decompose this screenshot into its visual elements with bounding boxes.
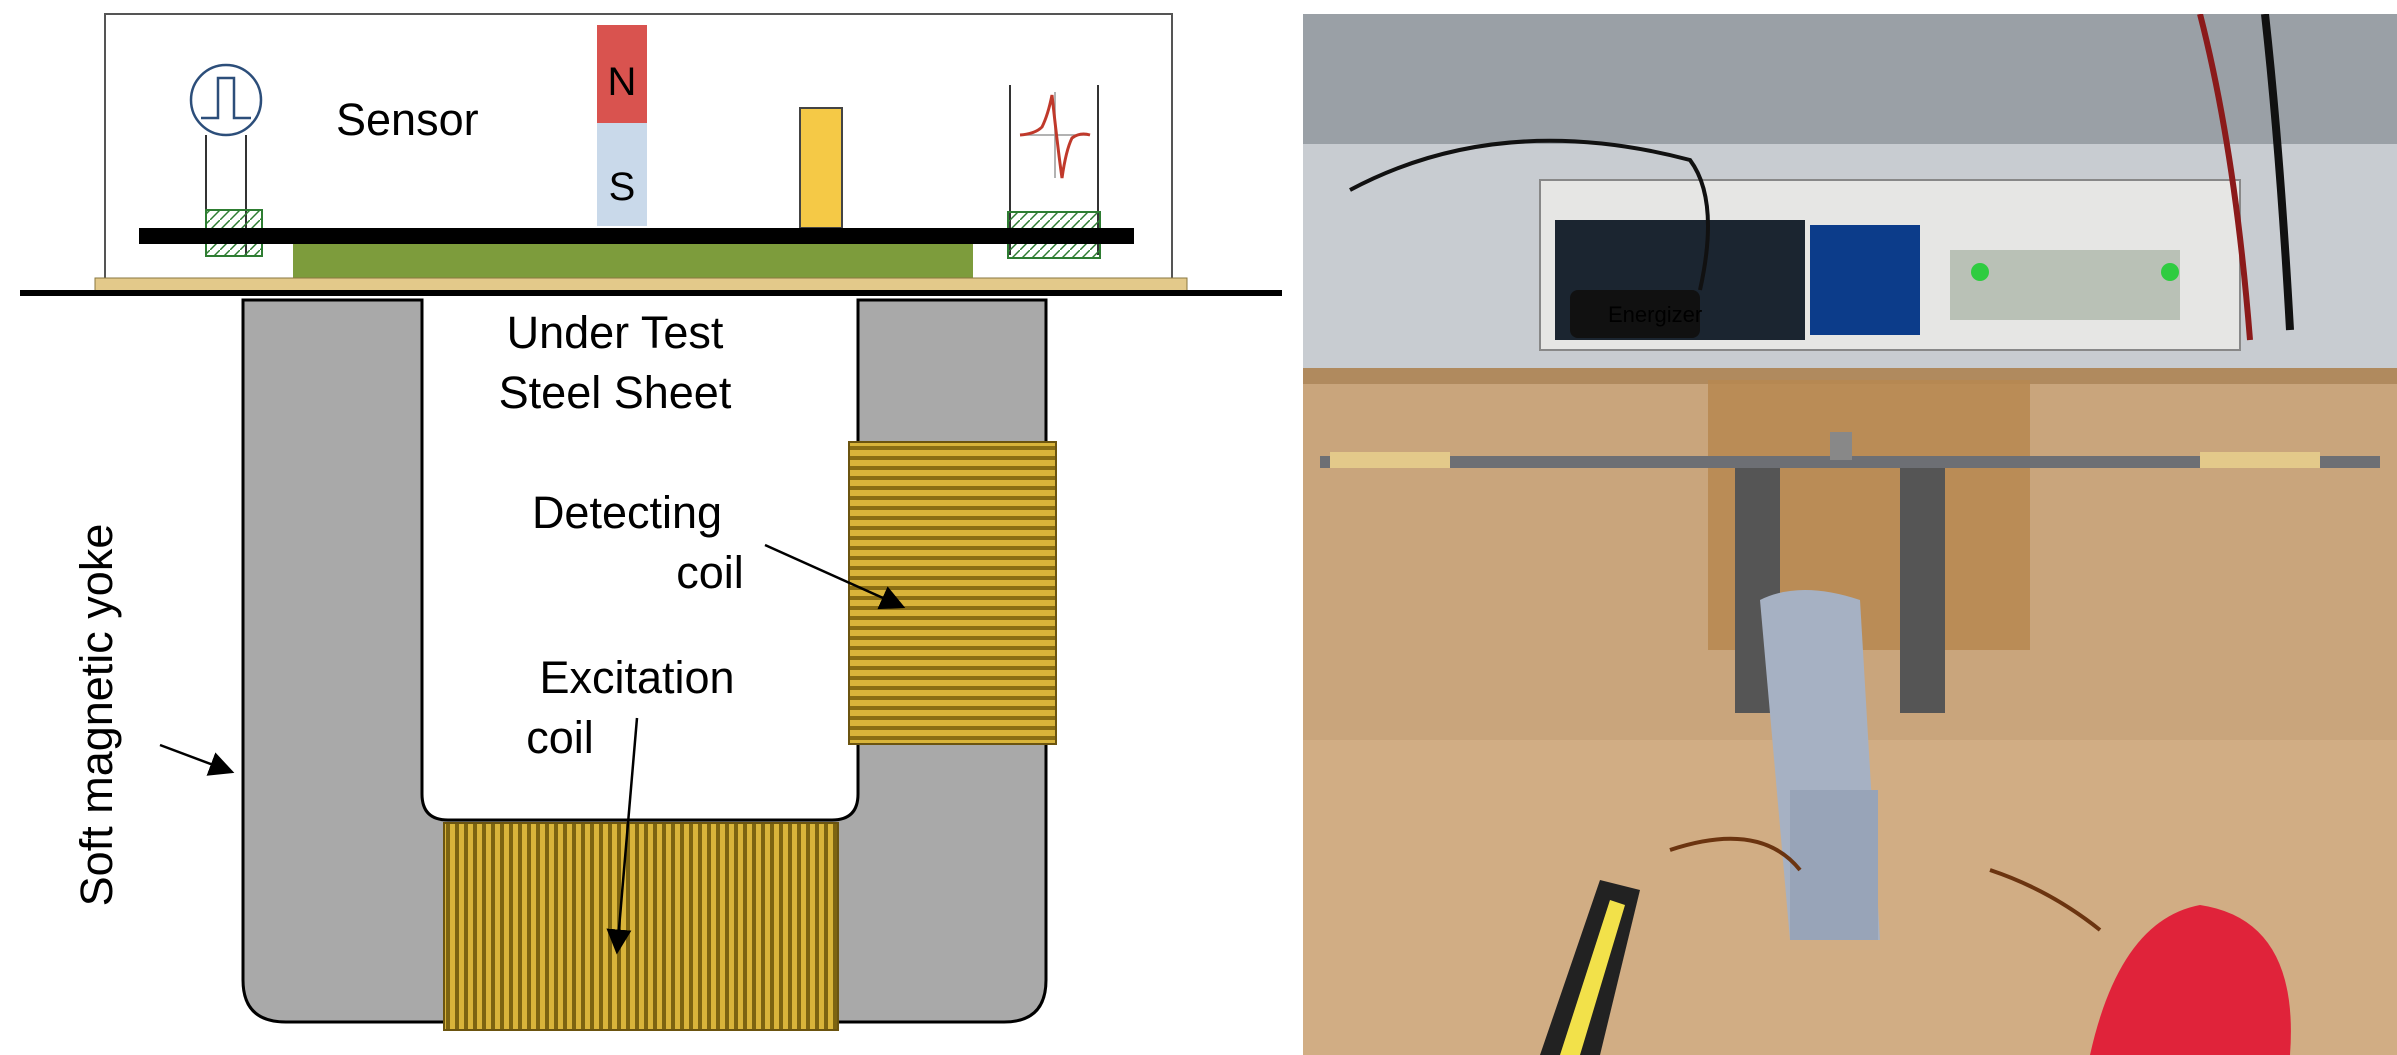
steel-sheet-strip bbox=[94, 277, 1188, 293]
hall-sensor-bar bbox=[799, 107, 843, 229]
detecting-coil-label-line2: coil bbox=[676, 547, 744, 598]
permanent-magnet: N S bbox=[597, 25, 647, 226]
sensor-mount-bar bbox=[139, 228, 1134, 244]
schematic-panel: Sensor N S Under Test bbox=[20, 13, 1282, 1031]
red-wire bbox=[2197, 14, 2253, 341]
excitation-coil-arrow bbox=[606, 717, 639, 955]
battery-brand-label: Energizer bbox=[1608, 302, 1702, 327]
yoke-label: Soft magnetic yoke bbox=[71, 524, 122, 907]
detecting-coil-arrow bbox=[764, 543, 906, 610]
sheet-label-line2: Steel Sheet bbox=[499, 367, 732, 418]
sheet-label-line1: Under Test bbox=[507, 307, 724, 358]
steel-strip bbox=[1320, 456, 2380, 468]
sensor-label: Sensor bbox=[336, 94, 479, 145]
photo-yoke-right-leg bbox=[1900, 468, 1945, 713]
photo-panel: Energizer bbox=[1303, 14, 2397, 1055]
oscilloscope-screen bbox=[1810, 225, 1920, 335]
detecting-coil bbox=[848, 441, 1057, 745]
battery: Energizer bbox=[1570, 290, 1702, 338]
magnet-south-pole bbox=[597, 123, 647, 226]
magnet-south-label: S bbox=[609, 165, 636, 209]
magnet-north-label: N bbox=[608, 60, 637, 104]
excitation-coil bbox=[443, 822, 839, 1031]
test-bench-surface bbox=[20, 290, 1282, 296]
excitation-coil-label-line1: Excitation bbox=[539, 652, 734, 703]
magnet-north-pole bbox=[597, 25, 647, 123]
red-clip bbox=[2090, 905, 2291, 1055]
sensor-pcb-board bbox=[293, 240, 973, 278]
excitation-coil-label-line2: coil bbox=[526, 712, 594, 763]
detecting-coil-label-line1: Detecting bbox=[532, 487, 722, 538]
yoke-arrow bbox=[159, 743, 235, 776]
